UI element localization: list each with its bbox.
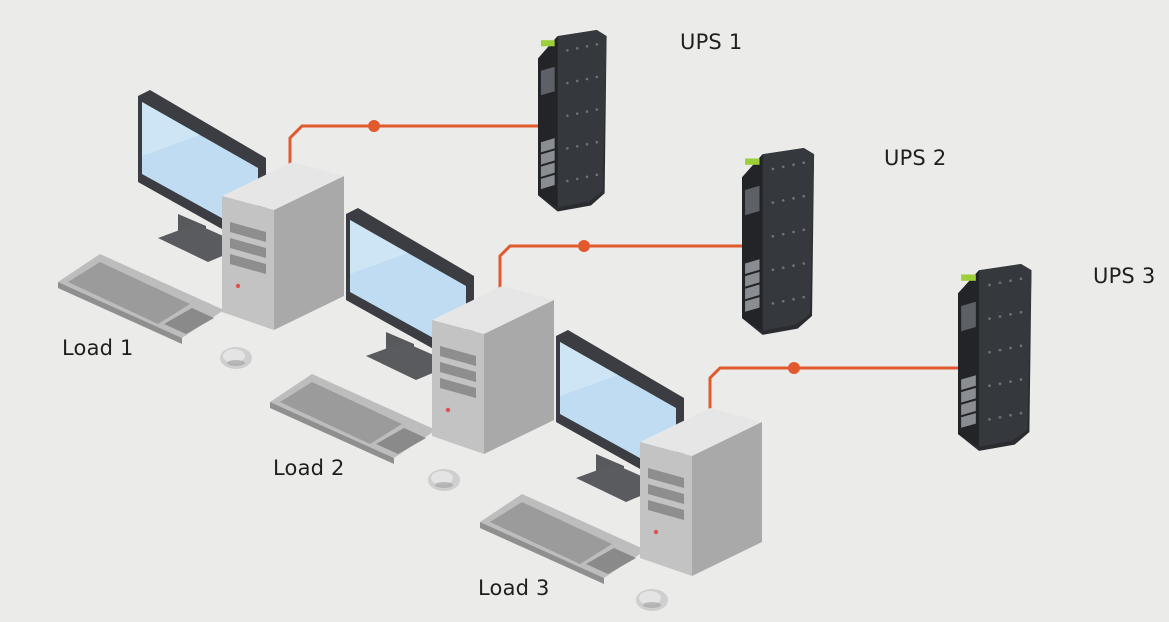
- ups-2-label: UPS 2: [884, 146, 947, 170]
- ups-3-unit: [958, 264, 1032, 451]
- ups-1-unit: [538, 30, 607, 212]
- load-2-label: Load 2: [273, 456, 345, 480]
- ups-3-label: UPS 3: [1093, 264, 1156, 288]
- load-1-label: Load 1: [62, 336, 134, 360]
- ups-2-unit: [742, 148, 815, 335]
- connection-ups2-load2: [498, 240, 745, 292]
- ups-1-label: UPS 1: [680, 30, 743, 54]
- load-3-label: Load 3: [478, 576, 550, 600]
- connection-ups1-load1: [288, 120, 540, 168]
- load-1-workstation: [58, 90, 344, 369]
- connection-ups3-load3: [708, 362, 962, 412]
